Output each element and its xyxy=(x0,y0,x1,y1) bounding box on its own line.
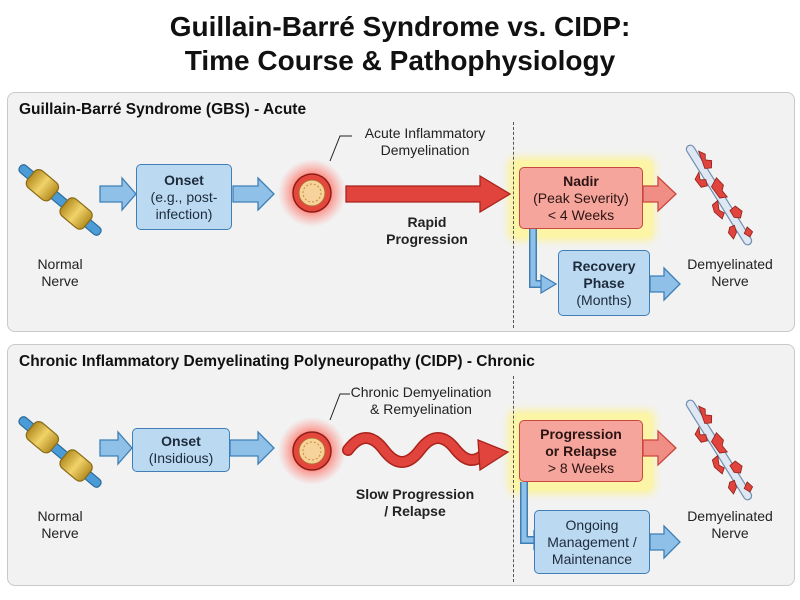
cidp-demyelinated-label: Demyelinated Nerve xyxy=(680,508,780,542)
gbs-nadir-box: Nadir (Peak Severity) < 4 Weeks xyxy=(519,167,643,229)
gbs-recovery-title: Recovery xyxy=(572,257,636,274)
gbs-arrow-onset-to-inflammation xyxy=(232,176,275,212)
gbs-panel-title: Guillain-Barré Syndrome (GBS) - Acute xyxy=(19,101,307,118)
cidp-relapse-title-2: or Relapse xyxy=(545,442,617,459)
cidp-normal-nerve-label-line2: Nerve xyxy=(41,525,79,541)
cidp-demyelinated-label-line2: Nerve xyxy=(711,525,749,541)
gbs-onset-line3: infection) xyxy=(155,205,213,222)
gbs-rapid-progression-arrow xyxy=(345,174,512,214)
gbs-normal-nerve-label-line1: Normal xyxy=(37,256,83,272)
gbs-arrow-nadir-to-recovery xyxy=(529,229,558,295)
cidp-demyelinated-nerve-icon xyxy=(685,399,754,501)
gbs-onset-title: Onset xyxy=(164,171,204,188)
cidp-normal-nerve-label-line1: Normal xyxy=(37,508,83,524)
cidp-inflammation-icon xyxy=(278,417,346,485)
gbs-demyelinated-label: Demyelinated Nerve xyxy=(680,256,780,290)
gbs-demyelinated-nerve-icon xyxy=(685,144,754,246)
cidp-slow-progression-arrow xyxy=(342,432,510,472)
gbs-arrow-recovery-out xyxy=(649,266,681,302)
cidp-relapse-line3: > 8 Weeks xyxy=(547,459,615,476)
gbs-progression-label-line1: Rapid xyxy=(407,214,447,230)
cidp-normal-nerve-icon xyxy=(18,416,102,488)
cidp-onset-title: Onset xyxy=(161,433,201,449)
gbs-recovery-line3: (Months) xyxy=(576,291,632,308)
cidp-onset-line2: (Insidious) xyxy=(148,450,214,466)
cidp-relapse-title: Progression xyxy=(540,425,622,442)
gbs-demyelinated-label-line1: Demyelinated xyxy=(687,256,773,272)
gbs-normal-nerve-label-line2: Nerve xyxy=(41,273,79,289)
gbs-normal-nerve-label: Normal Nerve xyxy=(20,256,100,290)
cidp-inflammation-pointer xyxy=(329,393,350,421)
cidp-progression-label-line1: Slow Progression xyxy=(355,486,475,502)
gbs-inflammation-label-line1: Acute Inflammatory xyxy=(364,125,486,141)
cidp-onset-box: Onset (Insidious) xyxy=(132,428,230,472)
cidp-arrow-nerve-to-onset xyxy=(99,430,133,466)
gbs-onset-box: Onset (e.g., post- infection) xyxy=(136,164,232,230)
gbs-nadir-title: Nadir xyxy=(563,172,599,189)
gbs-demyelinated-label-line2: Nerve xyxy=(711,273,749,289)
gbs-time-divider xyxy=(513,122,514,328)
gbs-progression-label: Rapid Progression xyxy=(372,214,482,248)
cidp-management-line1: Ongoing xyxy=(565,516,619,533)
cidp-arrow-management-out xyxy=(649,524,681,560)
gbs-inflammation-icon xyxy=(278,159,346,227)
gbs-normal-nerve-icon xyxy=(18,164,102,236)
cidp-time-divider xyxy=(513,376,514,582)
cidp-inflammation-label: Chronic Demyelination & Remyelination xyxy=(346,384,496,418)
title-line-1: Guillain-Barré Syndrome vs. CIDP: xyxy=(169,11,631,42)
gbs-nadir-line2: (Peak Severity) xyxy=(533,189,629,206)
cidp-arrow-relapse-to-nerve xyxy=(642,429,677,467)
gbs-inflammation-label-line2: Demyelination xyxy=(380,142,470,158)
gbs-arrow-nerve-to-onset xyxy=(99,176,137,212)
gbs-recovery-box: Recovery Phase (Months) xyxy=(558,250,650,316)
gbs-inflammation-label: Acute Inflammatory Demyelination xyxy=(350,125,500,159)
cidp-progression-label: Slow Progression / Relapse xyxy=(352,486,478,520)
gbs-onset-line2: (e.g., post- xyxy=(150,188,218,205)
gbs-progression-label-line2: Progression xyxy=(386,231,468,247)
gbs-nadir-line3: < 4 Weeks xyxy=(547,206,615,223)
cidp-management-line2: Management / xyxy=(547,533,637,550)
cidp-inflammation-label-line1: Chronic Demyelination xyxy=(350,384,492,400)
cidp-demyelinated-label-line1: Demyelinated xyxy=(687,508,773,524)
cidp-relapse-box: Progression or Relapse > 8 Weeks xyxy=(519,420,643,482)
cidp-inflammation-label-line2: & Remyelination xyxy=(370,401,472,417)
cidp-management-line3: Maintenance xyxy=(551,550,633,567)
cidp-arrow-onset-to-inflammation xyxy=(229,430,275,466)
gbs-inflammation-pointer xyxy=(329,135,352,162)
cidp-normal-nerve-label: Normal Nerve xyxy=(20,508,100,542)
gbs-arrow-nadir-to-nerve xyxy=(642,175,677,213)
gbs-recovery-title-2: Phase xyxy=(583,274,625,291)
title-line-2: Time Course & Pathophysiology xyxy=(184,45,616,76)
cidp-panel-title: Chronic Inflammatory Demyelinating Polyn… xyxy=(19,353,535,370)
cidp-management-box: Ongoing Management / Maintenance xyxy=(534,510,650,574)
cidp-progression-label-line2: / Relapse xyxy=(384,503,446,519)
page-title: Guillain-Barré Syndrome vs. CIDP: Time C… xyxy=(0,10,800,78)
